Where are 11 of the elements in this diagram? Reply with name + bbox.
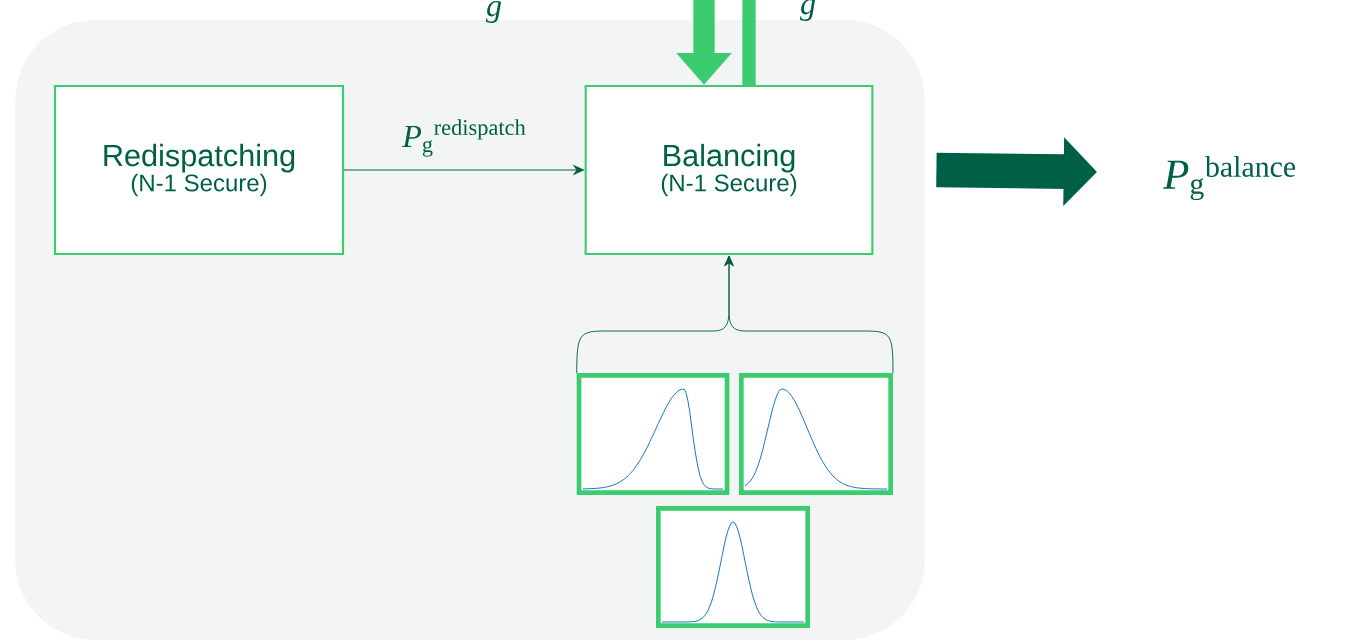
process-box: Redispatching (N-1 Secure) [53,84,345,256]
distribution-plot [576,373,730,495]
edge-label: P$_{g}$redispatch [402,119,526,157]
formula-label: g [486,1,502,23]
distribution-plot [739,373,893,495]
distribution-plot [656,506,810,628]
bar-line [742,0,756,85]
formula-label: g [800,0,816,21]
process-box: Balancing (N-1 Secure) [584,84,874,256]
brace-arrow [724,255,894,374]
formula-text: P$_{g}$$^{balance}$ [1163,155,1296,201]
